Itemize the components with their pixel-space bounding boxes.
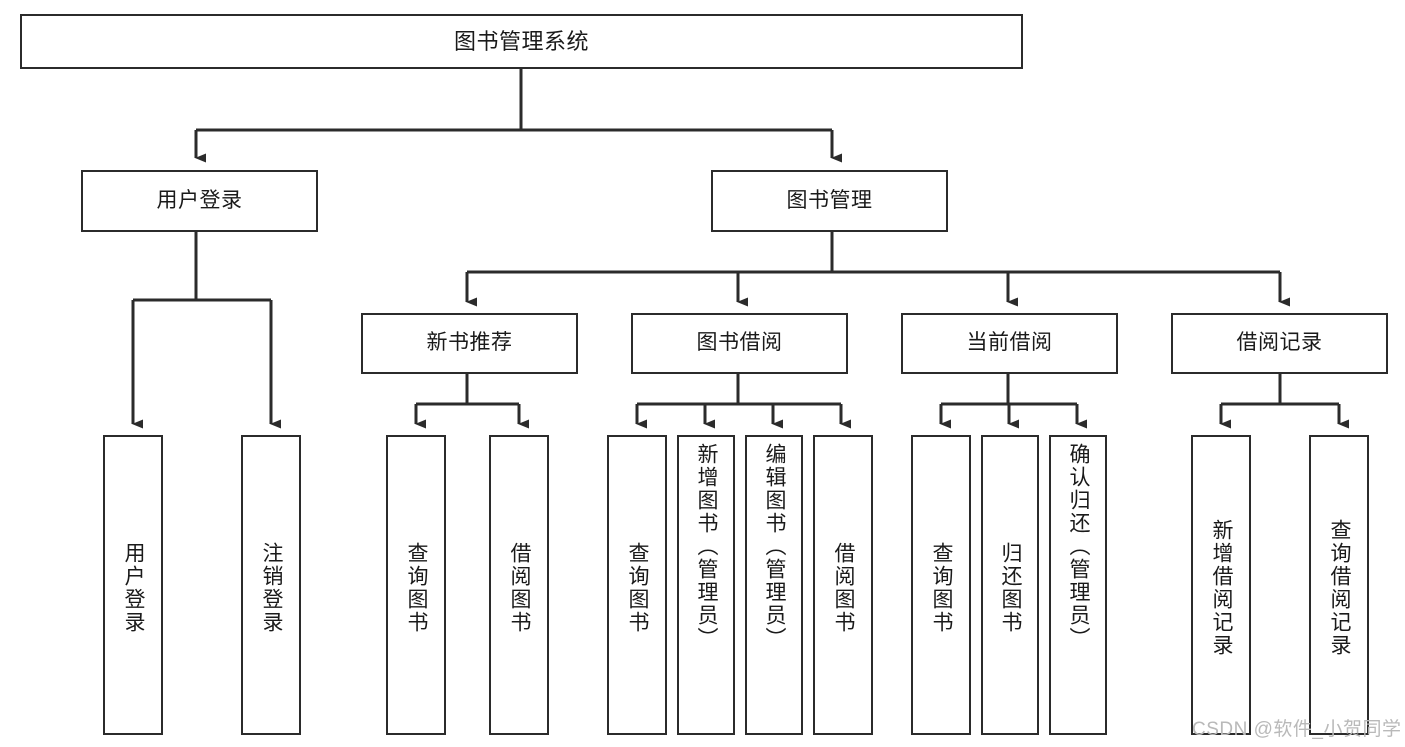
node-book-manage[interactable]: 图书管理 bbox=[711, 170, 948, 232]
node-leaf-confirm-return-label: 确认归还（管理员） bbox=[1067, 443, 1091, 650]
node-leaf-add-book[interactable]: 新增图书（管理员） bbox=[677, 435, 735, 735]
node-leaf-query-book-2-label: 查询图书 bbox=[626, 542, 650, 634]
node-new-book-rec[interactable]: 新书推荐 bbox=[361, 313, 578, 374]
node-leaf-add-record[interactable]: 新增借阅记录 bbox=[1191, 435, 1251, 735]
node-leaf-edit-book-label: 编辑图书（管理员） bbox=[763, 443, 787, 650]
node-leaf-borrow-book-1[interactable]: 借阅图书 bbox=[489, 435, 549, 735]
node-book-borrow[interactable]: 图书借阅 bbox=[631, 313, 848, 374]
node-user-login-label: 用户登录 bbox=[156, 188, 243, 212]
node-leaf-edit-book[interactable]: 编辑图书（管理员） bbox=[745, 435, 803, 735]
node-leaf-query-book-1[interactable]: 查询图书 bbox=[386, 435, 446, 735]
node-leaf-add-book-label: 新增图书（管理员） bbox=[695, 443, 719, 650]
node-book-borrow-label: 图书借阅 bbox=[696, 331, 783, 355]
node-new-book-rec-label: 新书推荐 bbox=[426, 331, 513, 355]
node-leaf-query-book-3[interactable]: 查询图书 bbox=[911, 435, 971, 735]
node-leaf-user-login-label: 用户登录 bbox=[122, 542, 146, 634]
node-leaf-query-record[interactable]: 查询借阅记录 bbox=[1309, 435, 1369, 735]
node-book-manage-label: 图书管理 bbox=[786, 188, 873, 212]
node-leaf-borrow-book-2-label: 借阅图书 bbox=[832, 542, 856, 634]
node-leaf-user-login[interactable]: 用户登录 bbox=[103, 435, 163, 735]
node-borrow-record-label: 借阅记录 bbox=[1236, 331, 1323, 355]
node-leaf-borrow-book-2[interactable]: 借阅图书 bbox=[813, 435, 873, 735]
node-leaf-confirm-return[interactable]: 确认归还（管理员） bbox=[1049, 435, 1107, 735]
node-leaf-query-book-2[interactable]: 查询图书 bbox=[607, 435, 667, 735]
node-leaf-return-book-label: 归还图书 bbox=[999, 542, 1023, 634]
node-leaf-query-book-1-label: 查询图书 bbox=[405, 542, 429, 634]
node-root-label: 图书管理系统 bbox=[453, 28, 589, 54]
watermark: CSDN @软件_小贺同学 bbox=[1192, 719, 1402, 740]
node-root[interactable]: 图书管理系统 bbox=[20, 14, 1023, 69]
node-leaf-add-record-label: 新增借阅记录 bbox=[1210, 519, 1234, 657]
node-leaf-user-logout-label: 注销登录 bbox=[260, 542, 284, 634]
node-borrow-record[interactable]: 借阅记录 bbox=[1171, 313, 1388, 374]
node-current-borrow-label: 当前借阅 bbox=[966, 331, 1053, 355]
node-leaf-query-record-label: 查询借阅记录 bbox=[1328, 519, 1352, 657]
node-leaf-return-book[interactable]: 归还图书 bbox=[981, 435, 1039, 735]
node-user-login[interactable]: 用户登录 bbox=[81, 170, 318, 232]
node-leaf-borrow-book-1-label: 借阅图书 bbox=[508, 542, 532, 634]
node-current-borrow[interactable]: 当前借阅 bbox=[901, 313, 1118, 374]
node-leaf-query-book-3-label: 查询图书 bbox=[930, 542, 954, 634]
node-leaf-user-logout[interactable]: 注销登录 bbox=[241, 435, 301, 735]
